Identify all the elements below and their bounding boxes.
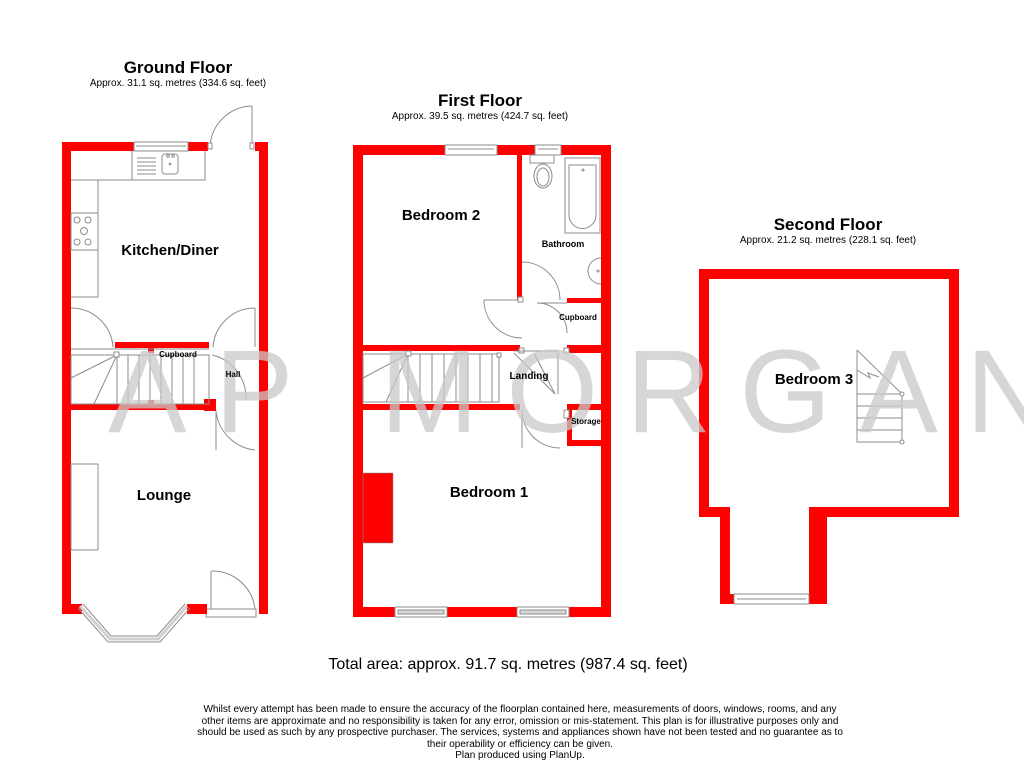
ground-floor-heading: Ground Floor Approx. 31.1 sq. metres (33… <box>58 58 298 89</box>
disclaimer-line: Whilst every attempt has been made to en… <box>203 704 837 715</box>
wall <box>187 604 207 614</box>
watermark: AP MORGAN <box>108 326 1024 458</box>
second-floor-title: Second Floor <box>773 215 883 234</box>
first-floor-plan <box>353 144 611 618</box>
wall <box>497 145 535 155</box>
wall <box>720 594 734 604</box>
wall <box>62 604 82 614</box>
wall <box>720 507 730 604</box>
ground-floor-area: Approx. 31.1 sq. metres (334.6 sq. feet) <box>89 78 267 89</box>
wall <box>62 142 134 151</box>
wall <box>71 404 209 410</box>
room-label-cupboard: Cupboard <box>559 313 597 322</box>
second-floor-area: Approx. 21.2 sq. metres (228.1 sq. feet) <box>739 235 917 246</box>
wall <box>353 145 363 617</box>
sink-icon <box>161 153 179 175</box>
wall <box>115 342 209 348</box>
wall <box>567 298 601 303</box>
room-label-bedroom-2: Bedroom 2 <box>402 207 480 224</box>
door-icon <box>70 307 257 618</box>
wall <box>188 142 208 151</box>
wall <box>363 404 520 410</box>
room-label-cupboard: Cupboard <box>159 350 197 359</box>
wall <box>363 345 520 351</box>
wall <box>517 155 522 300</box>
planup-credit: Plan produced using PlanUp. <box>455 750 585 761</box>
wall <box>62 142 71 614</box>
first-floor-title: First Floor <box>437 91 523 110</box>
wall <box>204 399 216 411</box>
basin-icon <box>587 257 602 285</box>
first-floor-heading: First Floor Approx. 39.5 sq. metres (424… <box>360 91 600 122</box>
bath-icon <box>564 157 601 234</box>
wall <box>809 507 819 604</box>
ground-floor-title: Ground Floor <box>123 58 233 77</box>
wardrobe <box>362 472 394 544</box>
window <box>733 593 810 605</box>
window <box>394 606 570 618</box>
wall <box>255 142 268 151</box>
room-label-landing: Landing <box>510 371 549 382</box>
room-label-lounge: Lounge <box>137 487 191 504</box>
wall <box>353 607 395 617</box>
wall <box>353 145 445 155</box>
wall <box>569 607 611 617</box>
wall <box>567 404 601 410</box>
wall <box>567 440 611 446</box>
fireplace <box>70 463 99 551</box>
first-floor-area: Approx. 39.5 sq. metres (424.7 sq. feet) <box>391 111 569 122</box>
wall <box>567 345 601 353</box>
staircase <box>856 349 905 445</box>
staircase <box>362 350 559 403</box>
window <box>444 144 562 156</box>
hob-icon <box>70 212 99 251</box>
wall <box>148 342 154 353</box>
room-label-bathroom: Bathroom <box>542 239 585 249</box>
second-floor-heading: Second Floor Approx. 21.2 sq. metres (22… <box>703 215 953 246</box>
wall <box>809 594 827 604</box>
wall <box>601 145 611 617</box>
wall <box>567 404 572 446</box>
staircase <box>70 348 210 405</box>
room-label-bedroom-1: Bedroom 1 <box>450 484 528 501</box>
kitchen-worktop <box>71 151 206 298</box>
back-door-icon <box>207 105 255 150</box>
room-label-hall: Hall <box>226 370 241 379</box>
total-area: Total area: approx. 91.7 sq. metres (987… <box>328 656 688 673</box>
room-label-kitchen-diner: Kitchen/Diner <box>121 242 219 259</box>
disclaimer-line: their operability or efficiency can be g… <box>426 738 614 750</box>
wall <box>561 145 611 155</box>
disclaimer-line: other items are approximate and no respo… <box>201 715 839 727</box>
disclaimer: Whilst every attempt has been made to en… <box>180 704 860 762</box>
room-label-bedroom-3: Bedroom 3 <box>775 371 853 388</box>
wall <box>259 142 268 614</box>
wall <box>148 400 154 410</box>
wall <box>447 607 517 617</box>
ground-floor-plan <box>62 105 268 643</box>
window <box>133 141 189 152</box>
second-floor-plan <box>699 269 959 605</box>
disclaimer-line: should be used as such by any prospectiv… <box>197 727 843 738</box>
bay-window <box>77 603 191 643</box>
toilet-icon <box>529 154 555 189</box>
room-label-storage: Storage <box>571 417 601 426</box>
